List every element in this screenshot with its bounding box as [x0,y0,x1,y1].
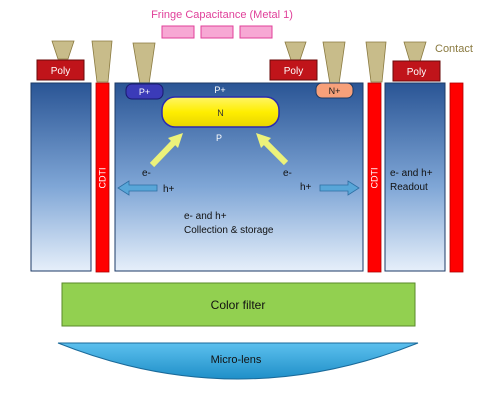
hole-left-label: h+ [163,184,175,195]
poly-gate-3-label: Poly [407,67,426,78]
metal1-bar-3 [239,25,273,39]
poly-gate-2-label: Poly [284,66,303,77]
cdti-trench-left [95,82,110,273]
n-plus-region [315,82,354,99]
metal1-bar-2 [200,25,234,39]
micro-lens [57,342,419,380]
p-region-label: P [216,133,222,143]
poly-gate-1 [36,59,85,81]
p-plus-top-label: P+ [214,85,225,95]
n-plus-label: N+ [329,86,341,96]
collection-label-line2: Collection & storage [184,225,274,236]
cdti-left-label: CDTI [98,168,108,189]
electron-arrow-left [149,133,183,168]
fringe-capacitance-label: Fringe Capacitance (Metal 1) [151,9,293,21]
micro-lens-label: Micro-lens [211,354,262,366]
n-region-label: N [217,108,224,118]
contact-4 [284,41,307,61]
metal1-bar-1 [161,25,195,39]
poly-gate-3 [392,60,441,82]
hole-right-label: h+ [300,182,312,193]
electron-right-label: e- [283,168,292,179]
contact-5 [322,41,346,85]
cdti-right-label: CDTI [370,168,380,189]
contact-2 [91,40,113,83]
color-filter-label: Color filter [211,298,266,312]
left-pixel-block [30,82,92,272]
contact-1 [51,40,75,60]
p-plus-left-label: P+ [139,87,150,97]
contact-6 [365,41,387,83]
collection-label-line1: e- and h+ [184,211,227,222]
p-plus-region [125,83,164,100]
cdti-trench-far-right [449,82,464,273]
poly-gate-1-label: Poly [51,66,70,77]
cdti-trench-right [367,82,382,273]
readout-label-line1: e- and h+ [390,168,433,179]
contact-label: Contact [435,43,473,55]
hole-arrow-left [117,180,158,196]
electron-arrow-right [256,133,289,166]
readout-label-line2: Readout [390,182,428,193]
right-pixel-block [384,82,446,272]
hole-arrow-right [319,180,360,196]
color-filter [61,282,416,327]
electron-left-label: e- [142,168,151,179]
contact-3 [132,42,156,85]
contact-7 [403,41,427,63]
poly-gate-2 [269,59,318,81]
n-region [161,96,280,128]
